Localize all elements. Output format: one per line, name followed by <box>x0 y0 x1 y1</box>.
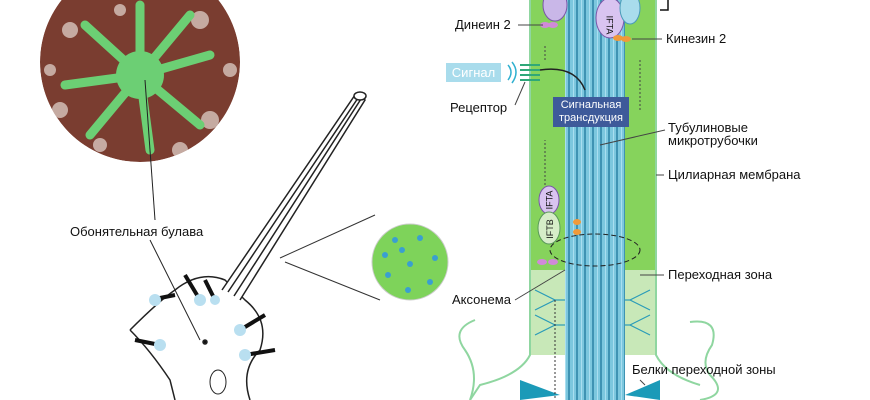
tubulin-label: Тубулиновые микротрубочки <box>668 121 758 147</box>
transduction-line-2: трансдукция <box>559 112 623 124</box>
transduction-line-1: Сигнальная <box>560 99 622 111</box>
signal-transduction-box: Сигнальная трансдукция <box>553 97 629 127</box>
ifta-label: IFTA <box>544 190 555 210</box>
receptor-label: Рецептор <box>450 100 508 115</box>
ifta-top-label: IFTA <box>604 15 615 35</box>
iftb-label: IFTB <box>544 219 555 239</box>
olfactory-neuron <box>129 91 367 400</box>
dynein-label: Динеин 2 <box>455 17 511 32</box>
transition-zone-label: Переходная зона <box>668 267 773 282</box>
olfactory-knob-label: Обонятельная булава <box>70 224 204 239</box>
transition-zone-proteins-label: Белки переходной зоны <box>632 362 776 377</box>
knob-leader-line <box>144 79 156 221</box>
olfactory-knob-micrograph <box>40 0 240 162</box>
kinesin-label: Кинезин 2 <box>666 31 727 46</box>
signal-label: Сигнал <box>446 63 501 82</box>
tubulin-line-2: микротрубочки <box>668 133 758 148</box>
cilium <box>458 0 719 400</box>
axoneme-cross-section <box>279 214 449 301</box>
microtubules <box>565 0 625 400</box>
tubulin-line-1: Тубулиновые <box>668 120 748 135</box>
ciliary-membrane-label: Цилиарная мембрана <box>668 167 801 182</box>
axoneme-label: Аксонема <box>452 292 511 307</box>
